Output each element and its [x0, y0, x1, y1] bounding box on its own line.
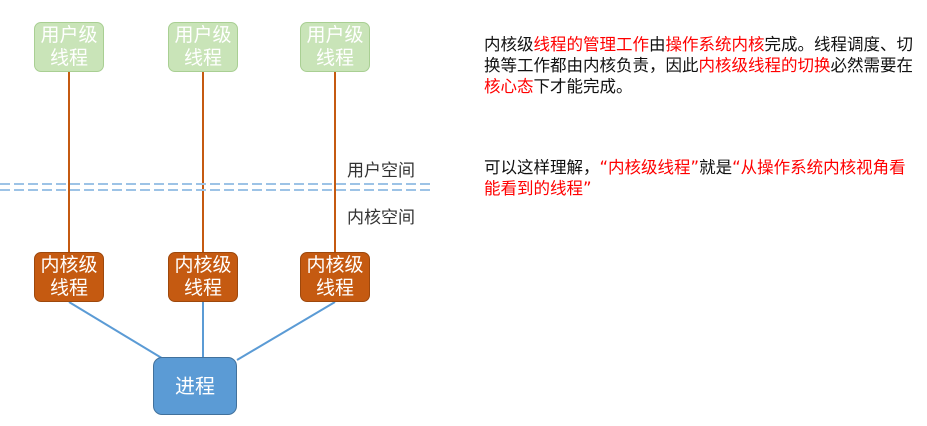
user-thread-label: 用户级	[306, 24, 364, 46]
text-run: 必然需要在	[830, 56, 914, 75]
text-run: 下才能完成。	[533, 77, 633, 96]
kernel-thread-label: 内核级	[306, 254, 364, 276]
highlight-text: 核心态	[484, 77, 534, 96]
user-thread-box: 用户级 线程	[300, 22, 370, 72]
user-thread-box: 用户级 线程	[34, 22, 104, 72]
explanation-paragraph-1: 内核级线程的管理工作由操作系统内核完成。线程调度、切换等工作都由内核负责，因此内…	[484, 34, 914, 97]
process-box: 进程	[153, 357, 237, 415]
text-run: 完成。线程调度、切换等工作都由内核负责，因此	[484, 35, 913, 75]
user-thread-box: 用户级 线程	[168, 22, 238, 72]
kernel-thread-label: 线程	[49, 277, 88, 299]
kernel-thread-box: 内核级 线程	[34, 252, 104, 302]
kernel-thread-box: 内核级 线程	[300, 252, 370, 302]
kernel-thread-box: 内核级 线程	[168, 252, 238, 302]
kernel-thread-label: 线程	[183, 277, 222, 299]
kernel-space-label: 内核空间	[347, 208, 415, 228]
process-label: 进程	[175, 373, 215, 398]
kernel-process-connector	[68, 301, 166, 361]
user-thread-label: 线程	[183, 47, 222, 69]
text-run: 可以这样理解，	[484, 158, 600, 177]
user-space-label: 用户空间	[347, 161, 415, 181]
kernel-thread-label: 线程	[315, 277, 354, 299]
user-thread-label: 线程	[315, 47, 354, 69]
kernel-process-connector	[236, 301, 336, 361]
highlight-text: “从操作系统内核视角看能看到的线程”	[484, 158, 906, 198]
user-thread-label: 线程	[49, 47, 88, 69]
highlight-text: “内核级线程”	[599, 158, 700, 177]
user-thread-label: 用户级	[40, 24, 98, 46]
kernel-thread-label: 内核级	[40, 254, 98, 276]
text-run: 由	[649, 35, 666, 54]
text-run: 内核级	[484, 35, 534, 54]
highlight-text: 线程的管理工作	[533, 35, 650, 54]
explanation-paragraph-2: 可以这样理解，“内核级线程”就是“从操作系统内核视角看能看到的线程”	[484, 157, 914, 199]
user-thread-label: 用户级	[174, 24, 232, 46]
kernel-thread-label: 内核级	[174, 254, 232, 276]
text-run: 就是	[699, 158, 733, 177]
highlight-text: 内核级线程的切换	[698, 56, 831, 75]
highlight-text: 操作系统内核	[665, 35, 765, 54]
